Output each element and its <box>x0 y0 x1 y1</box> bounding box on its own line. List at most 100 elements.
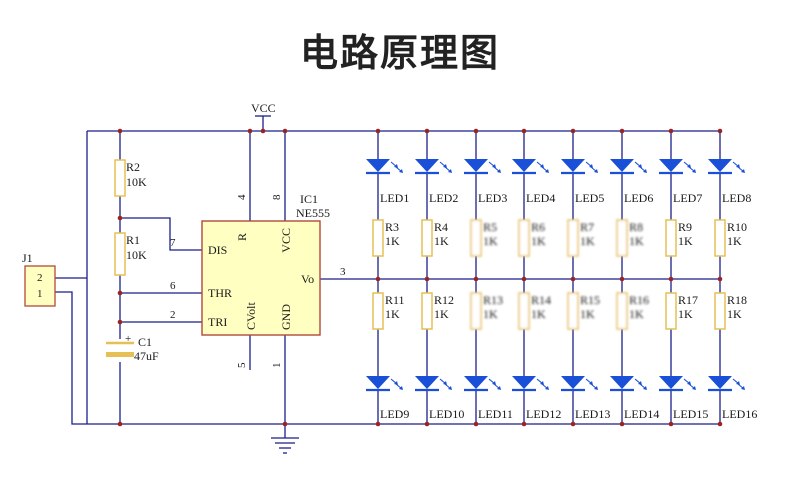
light-arrow-head-top-2-1 <box>448 169 452 173</box>
resistor-ref-r18: R18 <box>727 293 747 307</box>
resistor-ref-r15: R15 <box>580 293 600 307</box>
resistor-ref-r7: R7 <box>580 220 594 234</box>
resistor-r3 <box>372 219 384 257</box>
light-arrow-head-bot-3-0 <box>492 381 496 385</box>
led-label-led8: LED8 <box>722 191 751 205</box>
led-label-led5: LED5 <box>575 191 604 205</box>
resistor-value-r15: 1K <box>580 307 595 321</box>
light-arrow-head-bot-6-0 <box>638 381 642 385</box>
junction-dot <box>717 128 723 134</box>
junction-dot <box>375 421 381 427</box>
resistor-ref-r3: R3 <box>385 220 399 234</box>
junction-dot <box>375 276 381 282</box>
connector-pin-1: 1 <box>37 288 43 300</box>
ic-pin-num-2: 2 <box>170 309 176 321</box>
led-icon-top-1 <box>366 159 390 172</box>
led-label-led10: LED10 <box>429 407 464 421</box>
light-arrow-head-top-7-1 <box>692 169 696 173</box>
resistor-r10 <box>714 219 726 257</box>
junction-dot <box>521 276 527 282</box>
light-arrow-head-top-7-0 <box>687 164 691 168</box>
ic-pin-num-6: 6 <box>170 280 176 292</box>
junction-dot <box>717 421 723 427</box>
light-arrow-head-bot-8-1 <box>741 386 745 390</box>
resistor-r16 <box>616 292 628 330</box>
light-arrow-head-top-5-0 <box>589 164 593 168</box>
junction-dot <box>473 421 479 427</box>
resistor-value-r8: 1K <box>629 234 644 248</box>
light-arrow-head-bot-4-1 <box>545 386 549 390</box>
light-arrow-head-top-5-1 <box>594 169 598 173</box>
resistor-r6 <box>518 219 530 257</box>
light-arrow-head-top-6-1 <box>643 169 647 173</box>
r2-value: 10K <box>126 175 147 189</box>
ic-ne555: IC1 NE555 DIS THR TRI Vo R VCC CVolt GND… <box>170 192 346 368</box>
resistor-ref-r4: R4 <box>434 220 448 234</box>
ic-pin-num-5: 5 <box>236 362 248 368</box>
resistor-value-r14: 1K <box>531 307 546 321</box>
light-arrow-head-bot-1-0 <box>394 381 398 385</box>
led-label-led1: LED1 <box>380 191 409 205</box>
resistor-ref-r14: R14 <box>531 293 551 307</box>
resistor-ref-r11: R11 <box>385 293 405 307</box>
light-arrow-head-top-4-0 <box>540 164 544 168</box>
resistor-value-r7: 1K <box>580 234 595 248</box>
led-label-led11: LED11 <box>478 407 513 421</box>
c1-ref: C1 <box>138 335 152 349</box>
ic-pin-thr: THR <box>208 286 232 300</box>
ic-pin-num-1: 1 <box>271 363 283 369</box>
resistor-ref-r10: R10 <box>727 220 747 234</box>
resistor-value-r11: 1K <box>385 307 400 321</box>
led-icon-bot-2 <box>415 376 439 389</box>
junction-dot <box>619 421 625 427</box>
light-arrow-head-bot-4-0 <box>540 381 544 385</box>
resistor-value-r12: 1K <box>434 307 449 321</box>
ic-pin-cvolt: CVolt <box>244 302 258 330</box>
light-arrow-head-bot-2-0 <box>443 381 447 385</box>
led-icon-bot-1 <box>366 376 390 389</box>
ic-pin-dis: DIS <box>208 243 227 257</box>
led-icon-bot-8 <box>708 376 732 389</box>
led-label-led2: LED2 <box>429 191 458 205</box>
junction-dot <box>117 215 123 221</box>
resistor-ref-r17: R17 <box>678 293 698 307</box>
led-icon-bot-7 <box>659 376 683 389</box>
resistor-r14 <box>518 292 530 330</box>
ic-pin-gnd: GND <box>279 304 293 330</box>
resistor-r15 <box>567 292 579 330</box>
junction-dot <box>117 128 123 134</box>
junction-dot <box>473 128 479 134</box>
junction-dot <box>260 128 266 134</box>
led-icon-bot-6 <box>610 376 634 389</box>
ic-part: NE555 <box>296 206 330 220</box>
c1-value: 47uF <box>134 349 159 363</box>
page-title: 电路原理图 <box>299 31 500 75</box>
junction-dot <box>424 276 430 282</box>
cap-plus-icon: + <box>125 333 131 345</box>
resistor-r8 <box>616 219 628 257</box>
junction-dot <box>570 421 576 427</box>
led-label-led9: LED9 <box>380 407 409 421</box>
junction-dot <box>282 128 288 134</box>
resistor-ref-r13: R13 <box>483 293 503 307</box>
resistor-value-r17: 1K <box>678 307 693 321</box>
junction-dot <box>570 276 576 282</box>
connector-ref: J1 <box>22 251 33 265</box>
junction-dot <box>473 276 479 282</box>
r2-ref: R2 <box>126 160 140 174</box>
resistor-ref-r5: R5 <box>483 220 497 234</box>
led-label-led3: LED3 <box>478 191 507 205</box>
light-arrow-head-top-8-1 <box>741 169 745 173</box>
ic-pin-num-7: 7 <box>170 237 176 249</box>
r1-ref: R1 <box>126 233 140 247</box>
